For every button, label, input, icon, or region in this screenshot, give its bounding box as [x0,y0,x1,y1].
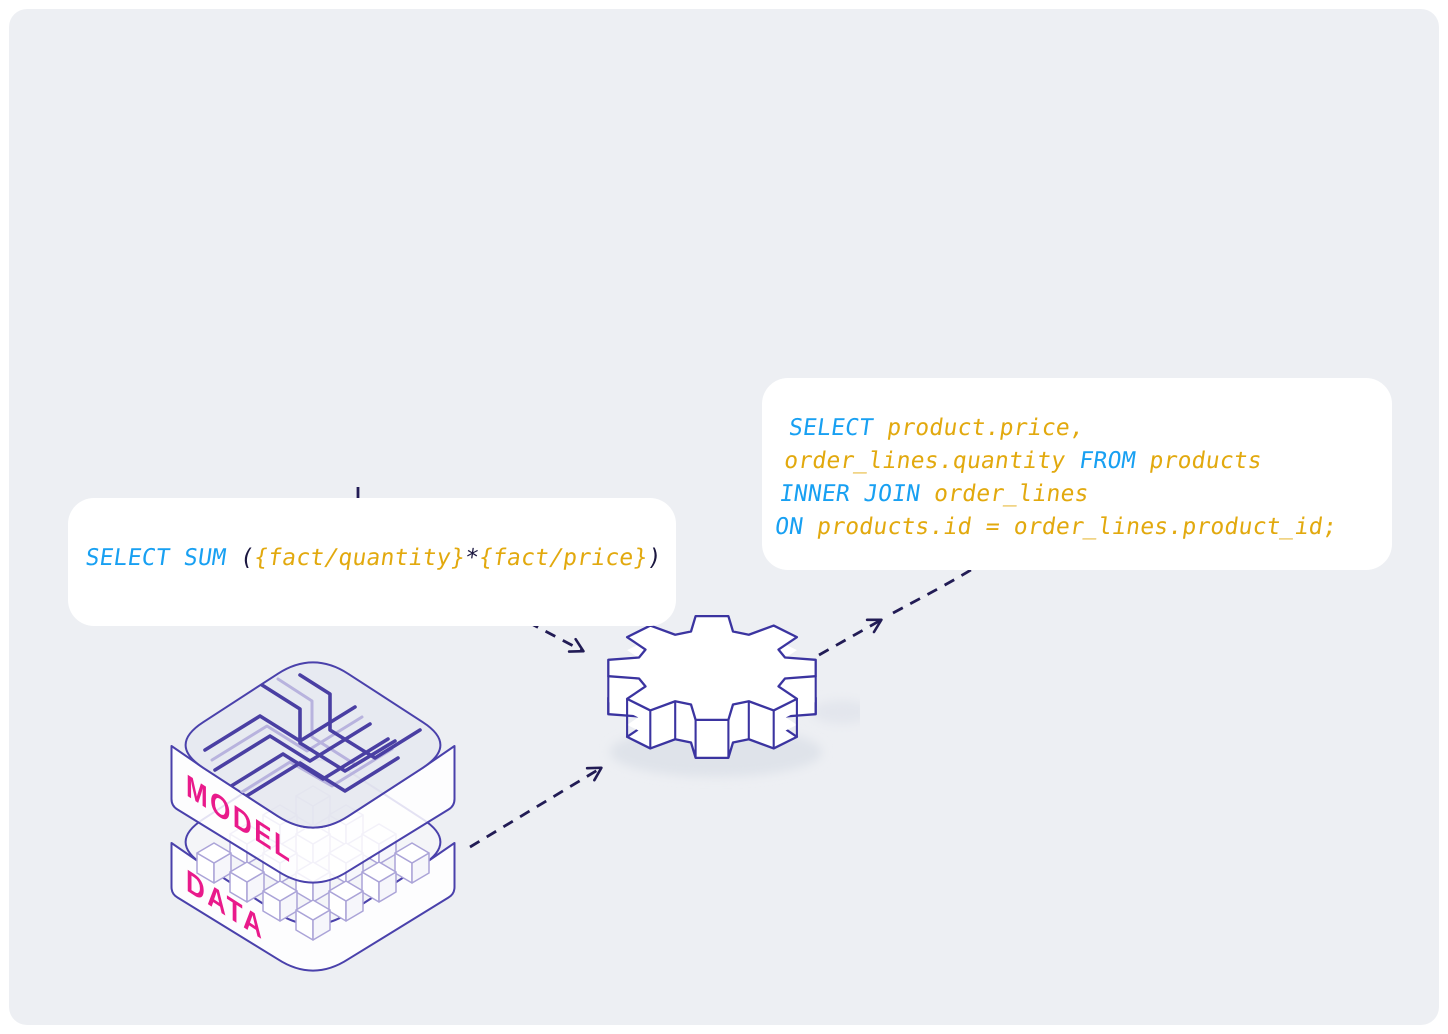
code-line: order_lines.quantity FROM products [782,448,1264,474]
code-line: SELECT SUM ({fact/quantity}*{fact/price}… [83,545,664,571]
sql-query-card: SELECT product.price, order_lines.quantit… [762,378,1392,570]
arrow-stack-to-gear [469,766,603,849]
model-layer: MODEL [170,661,456,884]
gear-icon [607,615,860,777]
code-line: INNER JOIN order_lines [777,481,1091,507]
sql-query-code: SELECT product.price, order_lines.quantit… [739,378,1392,544]
arrow-gear-out [818,618,883,657]
model-data-stack: DATA MODEL [170,661,456,972]
circuit-traces [203,673,422,802]
code-line: SELECT product.price, [787,415,1086,441]
aggregate-formula-card: SELECT SUM ({fact/quantity}*{fact/price}… [68,498,676,626]
gear-shadow-small [812,700,860,724]
code-line: ON products.id = order_lines.product_id; [773,514,1339,540]
aggregate-formula-code: SELECT SUM ({fact/quantity}*{fact/price}… [57,498,676,575]
